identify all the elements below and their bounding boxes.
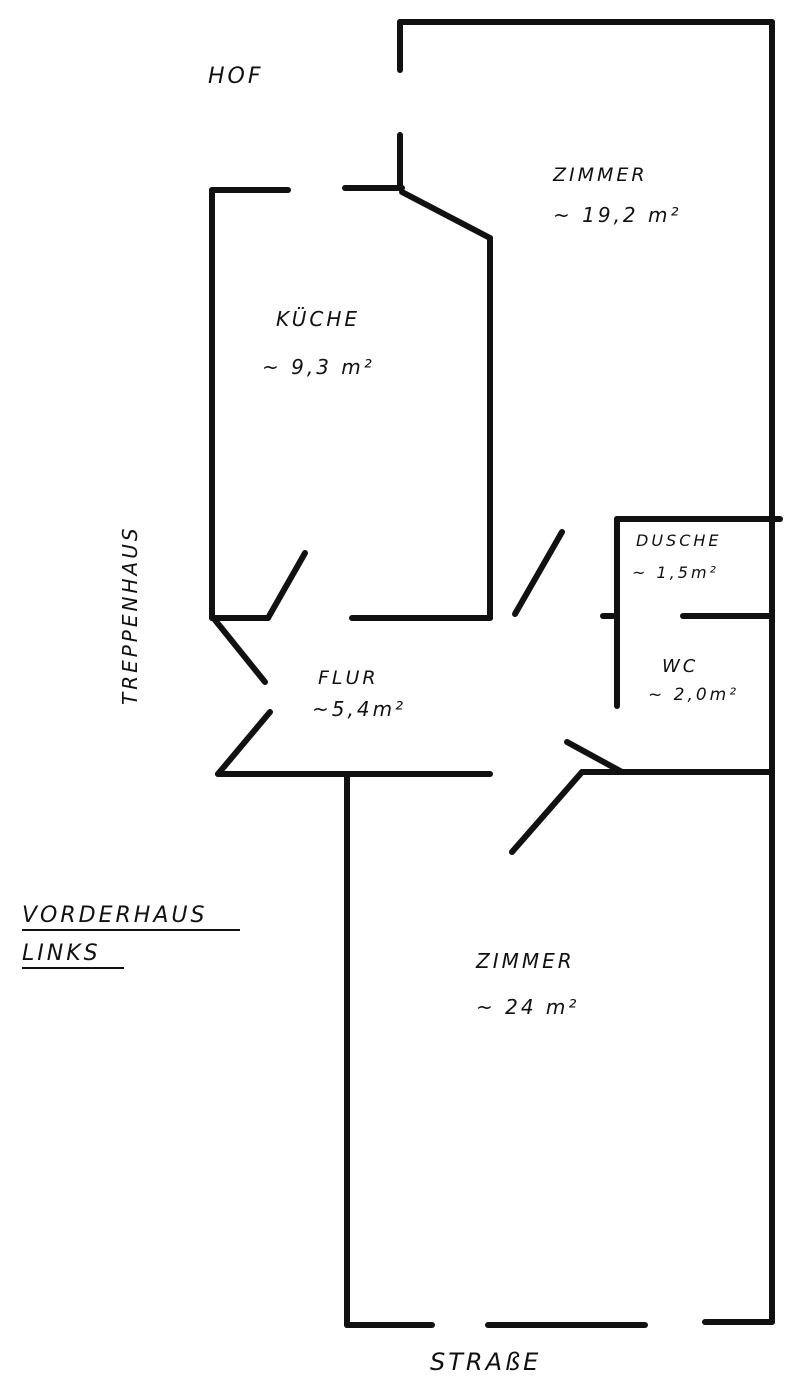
label-strasse: STRAßE <box>430 1348 541 1376</box>
room-wc-area: ~ 2,0m² <box>648 685 739 705</box>
label-links: LINKS <box>22 941 101 966</box>
door-entrance-lower <box>215 709 273 777</box>
room-kueche-name: KÜCHE <box>276 307 360 331</box>
room-zimmer-top-name: ZIMMER <box>552 164 648 186</box>
room-wc-name: WC <box>662 656 698 677</box>
wall-kitchen-diagonal <box>399 189 493 241</box>
room-dusche-name: DUSCHE <box>636 531 722 550</box>
label-treppenhaus: TREPPENHAUS <box>118 525 142 705</box>
room-zimmer-bottom-name: ZIMMER <box>475 949 575 973</box>
label-vorderhaus: VORDERHAUS <box>22 903 207 928</box>
door-entrance-upper <box>212 617 268 685</box>
room-flur-area: ~5,4m² <box>312 697 406 721</box>
room-flur-name: FLUR <box>318 667 379 689</box>
room-zimmer-bottom-area: ~ 24 m² <box>476 995 579 1019</box>
room-kueche-area: ~ 9,3 m² <box>262 355 375 379</box>
walls <box>209 19 783 1328</box>
door-top-room <box>512 529 565 617</box>
label-hof: HOF <box>208 64 264 89</box>
door-kitchen <box>265 550 308 621</box>
room-zimmer-top-area: ~ 19,2 m² <box>553 203 682 227</box>
door-wc <box>564 739 625 775</box>
door-bottom-room <box>509 769 585 855</box>
room-dusche-area: ~ 1,5m² <box>632 563 719 582</box>
